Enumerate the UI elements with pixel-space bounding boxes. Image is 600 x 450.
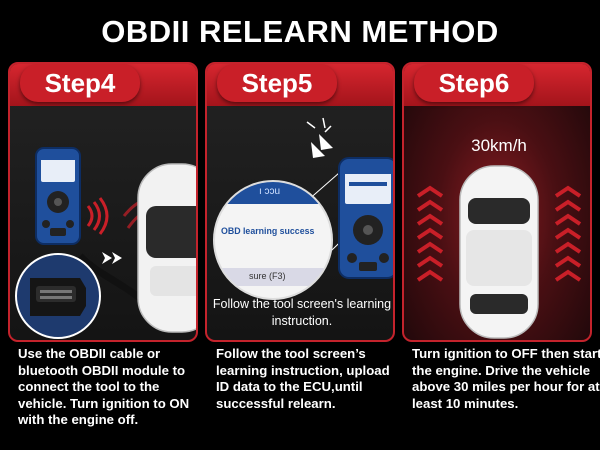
- step5-header: Step5: [207, 64, 393, 106]
- screen-header-text: ı ɔɔu: [259, 186, 281, 197]
- arrow-chevrons-icon: [416, 185, 582, 282]
- step5-illustration: ı ɔɔu OBD learning success sure (F3) Fol…: [207, 106, 393, 340]
- arrow-chevrons-icon: [102, 252, 122, 264]
- car-topview-icon: [137, 163, 196, 333]
- obd-connector-zoom: [15, 253, 101, 339]
- pointer-arrow-icon: [306, 117, 333, 158]
- step5-label: Step5: [217, 64, 337, 102]
- car-topview-icon: [459, 165, 539, 339]
- step5-caption: Follow the tool screen's learning instru…: [212, 297, 392, 328]
- screen-message: OBD learning success: [221, 226, 315, 236]
- step4-description: Use the OBDII cable or bluetooth OBDII m…: [18, 346, 190, 427]
- step4-illustration: [10, 106, 196, 340]
- step5-description: Follow the tool screen’s learning instru…: [216, 346, 390, 411]
- step6-card: Step6 30km/h: [402, 62, 592, 342]
- step5-card: Step5: [205, 62, 395, 342]
- speed-label: 30km/h: [471, 136, 527, 155]
- step4-header: Step4: [10, 64, 196, 106]
- page-title: OBDII RELEARN METHOD: [101, 14, 499, 49]
- step6-illustration: 30km/h: [404, 106, 590, 340]
- step6-label: Step6: [414, 64, 534, 102]
- step4-card: Step4: [8, 62, 198, 342]
- obd-tool-icon: [338, 157, 393, 279]
- step6-description: Turn ignition to OFF then start the engi…: [412, 346, 600, 411]
- screen-footer-text: sure (F3): [249, 271, 286, 281]
- step6-header: Step6: [404, 64, 590, 106]
- step4-label: Step4: [20, 64, 140, 102]
- obd-tool-icon: [35, 147, 81, 245]
- screen-zoom-bubble: ı ɔɔu OBD learning success sure (F3): [213, 180, 333, 300]
